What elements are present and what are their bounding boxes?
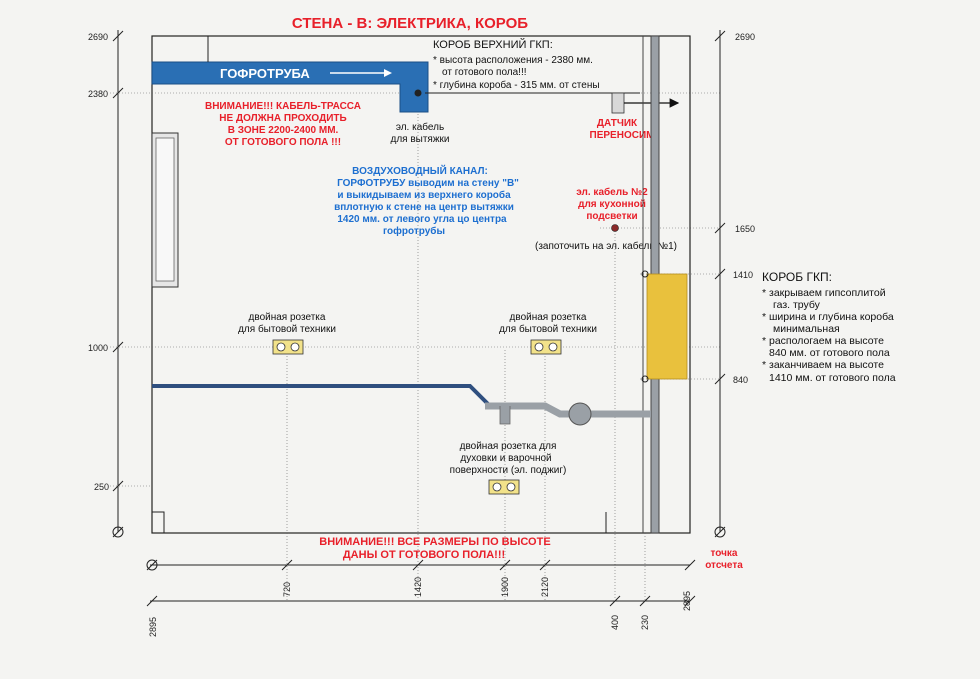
bottom-dim-2120: 2120 [540, 577, 550, 597]
hood-cable-point [414, 89, 422, 97]
upper-box-line-1: * высота расположения - 2380 мм. [433, 55, 593, 66]
upper-box-line-3: * глубина короба - 315 мм. от стены [433, 79, 600, 91]
bottom2-dim-2895: 2895 [148, 617, 158, 637]
gkp-note-item-1b: газ. трубу [773, 299, 821, 311]
socket-right-label-1: двойная розетка [510, 312, 587, 323]
hood-cable-label-2: для вытяжки [390, 134, 449, 145]
gas-meter [568, 402, 592, 426]
right-dimension-line [714, 30, 726, 538]
hood-cable-label-1: эл. кабель [396, 121, 444, 133]
gkp-note-item-4b: 1410 мм. от готового пола [769, 372, 896, 384]
bottom-dimension-line-2 [146, 595, 696, 607]
gkp-note-item-2: * ширина и глубина короба [762, 311, 894, 323]
wall-corner-detail [152, 511, 165, 533]
gkp-note-title: КОРОБ ГКП: [762, 270, 832, 284]
right-dim-1410: 1410 [733, 270, 753, 280]
air-channel-line-2: ГОРФОТРУБУ выводим на стену "В" [337, 178, 519, 189]
gkp-box [646, 273, 688, 380]
socket-right-outlet-2 [548, 342, 558, 352]
window-glass-left [155, 137, 175, 282]
cable2-label-3: подсветки [586, 211, 637, 222]
bottom-dimension-line [146, 559, 696, 571]
air-channel-note: ВОЗДУХОВОДНЫЙ КАНАЛ: ГОРФОТРУБУ выводим … [334, 164, 519, 237]
socket-oven-label-1: двойная розетка для [460, 441, 557, 452]
right-dim-840: 840 [733, 375, 748, 385]
sensor-label-2: ПЕРЕНОСИМ [590, 130, 655, 141]
reference-point-1: точка [711, 548, 738, 559]
warning-cable-line-4: ОТ ГОТОВОГО ПОЛА !!! [225, 137, 341, 148]
air-channel-line-5: 1420 мм. от левого угла цо центра [337, 214, 507, 225]
gkp-note-item-2b: минимальная [773, 323, 840, 335]
bottom-dim-1900: 1900 [500, 577, 510, 597]
air-channel-line-4: вплотную к стене на центр вытяжки [334, 202, 514, 213]
warning-cable-line-3: В ЗОНЕ 2200-2400 ММ. [228, 125, 339, 136]
socket-left-label-1: двойная розетка [249, 312, 326, 323]
socket-oven: двойная розетка для духовки и варочной п… [450, 441, 567, 495]
gas-pipe [152, 384, 492, 408]
socket-oven-outlet-2 [506, 482, 516, 492]
warning-cable: ВНИМАНИЕ!!! КАБЕЛЬ-ТРАССА НЕ ДОЛЖНА ПРОХ… [205, 101, 361, 148]
air-channel-line-1: ВОЗДУХОВОДНЫЙ КАНАЛ: [352, 164, 488, 177]
socket-left-label-2: для бытовой техники [238, 323, 336, 335]
left-dim-2380: 2380 [88, 89, 108, 99]
duct-label: ГОФРОТРУБА [220, 66, 310, 81]
cable2-label-2: для кухонной [578, 199, 646, 210]
socket-oven-label-3: поверхности (эл. поджиг) [450, 465, 567, 476]
socket-left: двойная розетка для бытовой техники [238, 312, 336, 355]
warning-bottom-2: ДАНЫ ОТ ГОТОВОГО ПОЛА!!! [343, 549, 505, 561]
left-dim-2690: 2690 [88, 32, 108, 42]
socket-right: двойная розетка для бытовой техники [499, 312, 597, 355]
socket-right-label-2: для бытовой техники [499, 323, 597, 335]
reference-point-2: отсчета [705, 560, 743, 571]
warning-cable-line-1: ВНИМАНИЕ!!! КАБЕЛЬ-ТРАССА [205, 101, 361, 112]
sensor-block [611, 92, 625, 114]
bottom2-dim-230: 230 [640, 615, 650, 630]
corrugated-duct [151, 61, 429, 113]
socket-oven-label-2: духовки и варочной [460, 453, 551, 464]
warning-cable-line-2: НЕ ДОЛЖНА ПРОХОДИТЬ [219, 113, 346, 124]
gas-pipe-branch [499, 406, 511, 425]
duct-arrow-head [384, 69, 392, 77]
cable2-point [611, 224, 619, 232]
bottom-dim-720: 720 [282, 582, 292, 597]
sensor-label-1: ДАТЧИК [597, 118, 638, 129]
socket-left-outlet-2 [290, 342, 300, 352]
gkp-note-item-3: * распологаем на высоте [762, 335, 884, 347]
socket-right-outlet-1 [534, 342, 544, 352]
cable2-label-1: эл. кабель №2 [576, 186, 648, 198]
gkp-note-item-1: * закрываем гипсоплитой [762, 287, 886, 299]
gkp-note-item-3b: 840 мм. от готового пола [769, 347, 890, 359]
air-channel-line-3: и выкидываем из верхнего короба [337, 189, 511, 201]
socket-oven-outlet-1 [492, 482, 502, 492]
cable2-note: (запоточить на эл. кабель №1) [535, 240, 677, 252]
warning-bottom-1: ВНИМАНИЕ!!! ВСЕ РАЗМЕРЫ ПО ВЫСОТЕ [319, 536, 550, 548]
gkp-note-item-4: * заканчиваем на высоте [762, 359, 884, 371]
gkp-note: КОРОБ ГКП: * закрываем гипсоплитой газ. … [762, 270, 896, 384]
left-dim-1000: 1000 [88, 343, 108, 353]
socket-left-outlet-1 [276, 342, 286, 352]
bottom-dim-1420: 1420 [413, 577, 423, 597]
bottom2-dim-400: 400 [610, 615, 620, 630]
air-channel-line-6: гофротрубы [383, 225, 445, 237]
upper-box-title: КОРОБ ВЕРХНИЙ ГКП: [433, 38, 553, 51]
right-dim-1650: 1650 [735, 224, 755, 234]
left-dim-250: 250 [94, 482, 109, 492]
gkp-box-bottom-marker [641, 375, 649, 383]
gkp-box-top-marker [641, 270, 649, 278]
right-dim-2690: 2690 [735, 32, 755, 42]
upper-box-line-2: от готового пола!!! [442, 67, 527, 78]
page-title: СТЕНА - В: ЭЛЕКТРИКА, КОРОБ [292, 15, 528, 32]
upper-box-text: КОРОБ ВЕРХНИЙ ГКП: * высота расположения… [433, 38, 600, 91]
left-dimension-line [112, 30, 124, 538]
